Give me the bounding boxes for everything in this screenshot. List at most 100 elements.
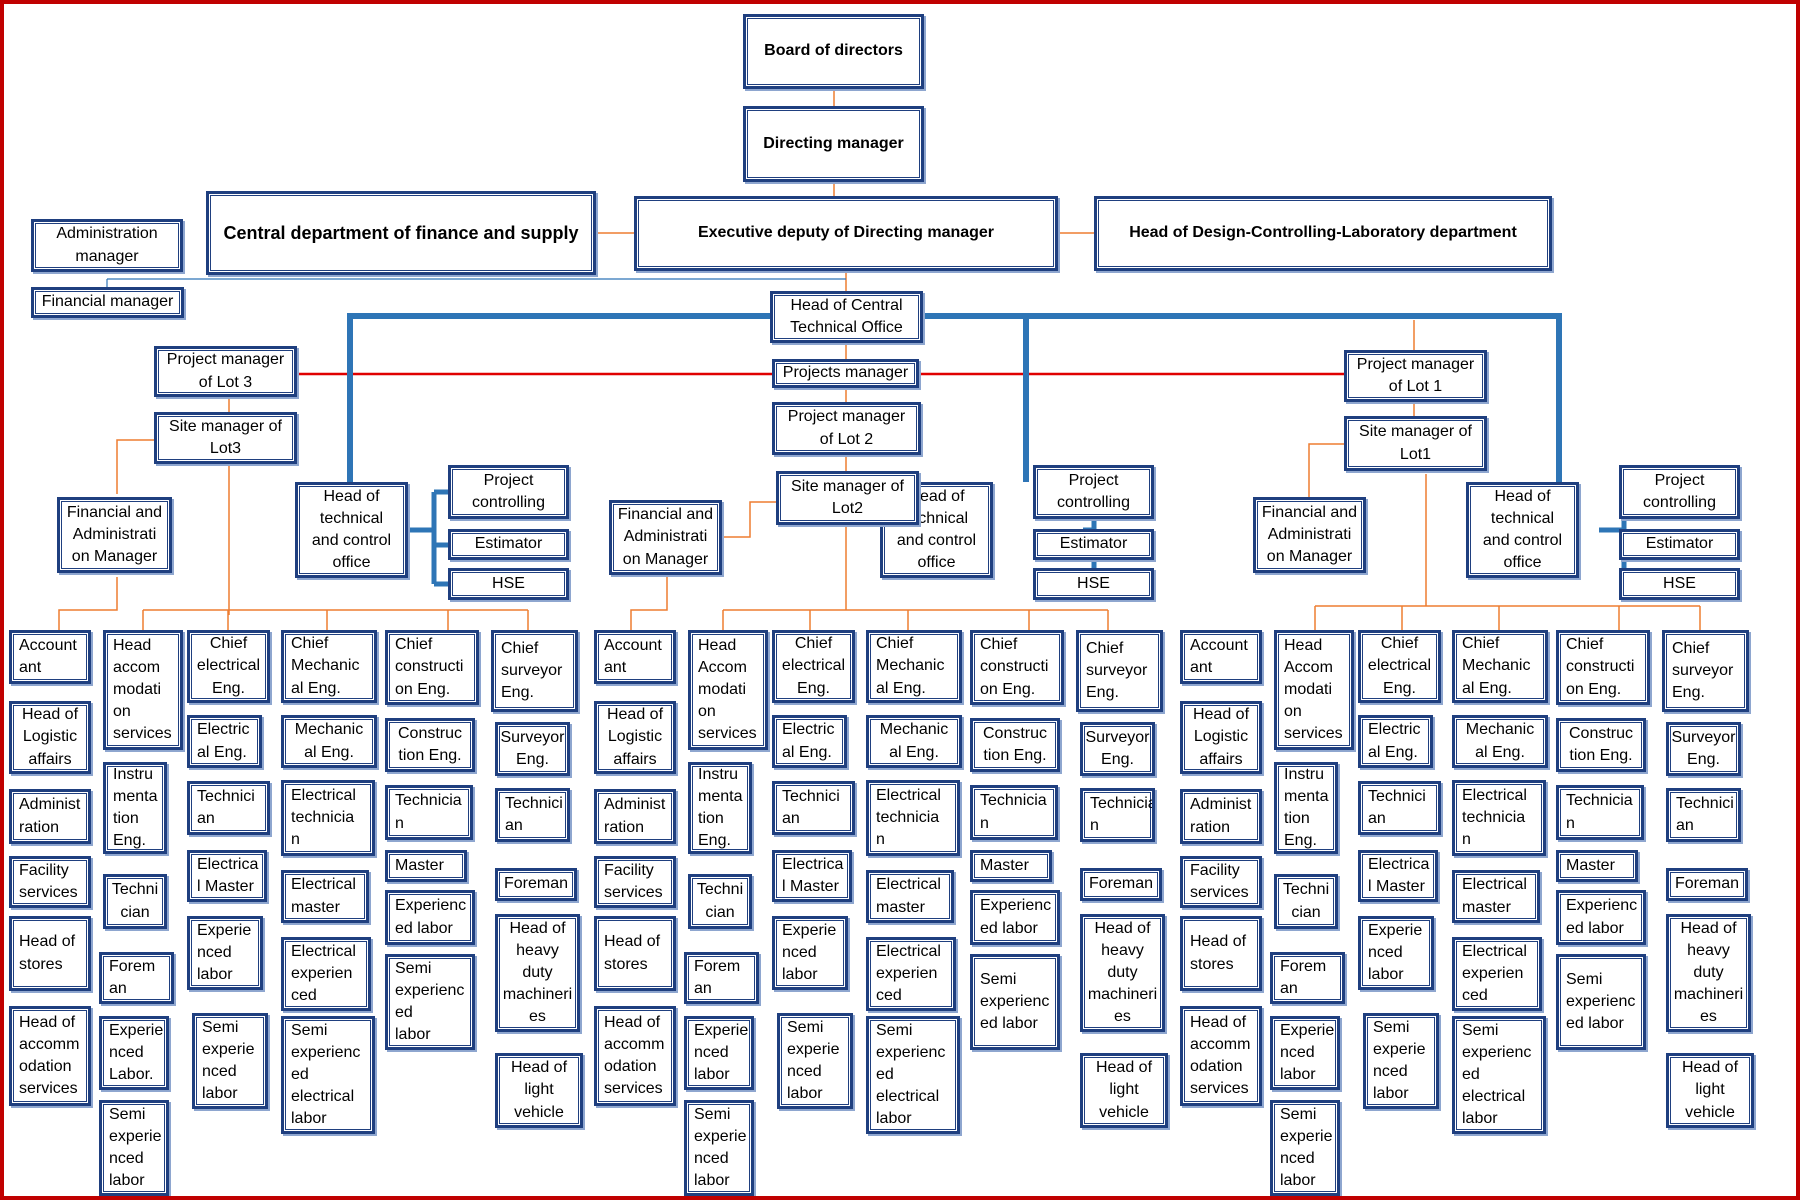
lot3-head-heavy-machinery-box: Head of heavy duty machineri es bbox=[495, 914, 580, 1032]
lot3-administration-box-label: Administ ration bbox=[19, 796, 81, 836]
lot2-chief-surveyor-box-label: Chief surveyor Eng. bbox=[1086, 639, 1148, 702]
lot2-chief-electrical-box: Chief electrical Eng. bbox=[772, 630, 855, 703]
lot1-chief-surveyor-box: Chief surveyor Eng. bbox=[1662, 630, 1749, 712]
lot1-experienced-labor-b-box: Experie nced labor bbox=[1358, 916, 1434, 990]
lot1-construction-eng-box-label: Construc tion Eng. bbox=[1568, 724, 1634, 764]
connector-cto-technical-offices bbox=[347, 313, 1562, 482]
connector-finadmin2-accountant bbox=[630, 575, 668, 632]
lot3-chief-construction-box-label: Chief constructi on Eng. bbox=[395, 636, 464, 698]
lot1-technician-b-box: Technici an bbox=[1358, 781, 1441, 835]
lot1-technician-a-box: Techni cian bbox=[1274, 874, 1338, 929]
directing-manager-box: Directing manager bbox=[743, 106, 924, 182]
lot3-chief-electrical-box-label: Chief electrical Eng. bbox=[196, 635, 261, 697]
lot1-estimator-box-label: Estimator bbox=[1645, 535, 1714, 553]
lot2-technician-d-box-label: Technicia n bbox=[980, 792, 1047, 832]
lot2-technician-a-box: Techni cian bbox=[688, 874, 752, 929]
lot1-chief-surveyor-box-label: Chief surveyor Eng. bbox=[1672, 639, 1734, 702]
lot1-head-accom-modation-box-label: Head Accom modati on services bbox=[1284, 636, 1343, 743]
lot3-head-stores-box: Head of stores bbox=[9, 916, 91, 991]
lot1-project-controlling-box: Project controlling bbox=[1619, 465, 1740, 519]
lot3-head-stores-box-label: Head of stores bbox=[19, 933, 76, 973]
lot2-experienced-labor-b-box: Experie nced labor bbox=[772, 916, 848, 990]
lot1-experienced-labor-a-box-label: Experie nced labor bbox=[1280, 1021, 1335, 1084]
lot3-electrical-master-c-box: Electrical master bbox=[281, 870, 369, 923]
lot3-head-logistic-box-label: Head of Logistic affairs bbox=[21, 706, 79, 768]
lot3-head-logistic-box: Head of Logistic affairs bbox=[9, 701, 91, 774]
lot1-head-light-vehicle-box-label: Head of light vehicle bbox=[1681, 1059, 1739, 1121]
lot2-mechanical-eng-box-label: Mechanic al Eng. bbox=[879, 721, 949, 761]
lot2-chief-mechanical-box-label: Chief Mechanic al Eng. bbox=[876, 635, 945, 697]
lot3-experienced-labor-d-box-label: Experienc ed labor bbox=[395, 897, 467, 937]
lot1-project-manager-box: Project manager of Lot 1 bbox=[1344, 350, 1487, 402]
lot1-semi-experienced-electrical-box: Semi experienc ed electrical labor bbox=[1452, 1016, 1546, 1134]
lot2-semi-experienced-electrical-box: Semi experienc ed electrical labor bbox=[866, 1016, 960, 1134]
lot1-instrumentation-eng-box: Instru menta tion Eng. bbox=[1274, 762, 1338, 854]
lot2-head-accom-modation-box-label: Head Accom modati on services bbox=[698, 636, 757, 743]
lot2-facility-services-box-label: Facility services bbox=[604, 861, 663, 901]
lot2-electrical-master-c-box-label: Electrical master bbox=[876, 876, 941, 916]
projects-manager-box: Projects manager bbox=[772, 359, 919, 388]
lot2-head-heavy-machinery-box-label: Head of heavy duty machineri es bbox=[1087, 919, 1158, 1026]
lot2-surveyor-eng-box: Surveyor Eng. bbox=[1080, 722, 1155, 776]
lot2-hse-box: HSE bbox=[1033, 568, 1154, 600]
executive-deputy-box: Executive deputy of Directing manager bbox=[634, 196, 1058, 271]
lot3-technician-d-box-label: Technicia n bbox=[395, 792, 462, 832]
lot2-technician-d-box: Technicia n bbox=[970, 785, 1058, 840]
lot2-project-manager-box-label: Project manager of Lot 2 bbox=[787, 408, 906, 448]
lot2-electrical-experienced-box: Electrical experien ced bbox=[866, 937, 956, 1011]
lot2-head-accommodation-box: Head of accomm odation services bbox=[594, 1006, 676, 1106]
lot3-foreman-e-box: Foreman bbox=[495, 868, 577, 901]
lot3-master-box-label: Master bbox=[395, 856, 444, 874]
lot2-experienced-labor-a-box: Experie nced labor bbox=[684, 1016, 754, 1090]
directing-manager-box-label: Directing manager bbox=[763, 134, 904, 152]
lot2-electrical-master-b-box-label: Electrica l Master bbox=[782, 855, 844, 895]
lot2-chief-electrical-box-label: Chief electrical Eng. bbox=[781, 635, 846, 697]
lot3-mechanical-eng-box-label: Mechanic al Eng. bbox=[294, 721, 364, 761]
lot1-project-controlling-box-label: Project controlling bbox=[1643, 471, 1716, 511]
lot3-electrical-eng-box: Electric al Eng. bbox=[187, 715, 262, 768]
lot2-technician-b-box: Technici an bbox=[772, 781, 855, 835]
lot3-technician-d-box: Technicia n bbox=[385, 785, 473, 840]
lot2-semi-experienced-labor-b-box-label: Semi experie nced labor bbox=[787, 1018, 840, 1103]
lot1-head-stores-box-label: Head of stores bbox=[1190, 933, 1247, 973]
lot3-hse-box-label: HSE bbox=[492, 574, 525, 592]
lot3-facility-services-box-label: Facility services bbox=[19, 861, 78, 901]
lot1-finadmin-manager-box: Financial and Administrati on Manager bbox=[1253, 497, 1366, 573]
lot1-electrical-master-c-box: Electrical master bbox=[1452, 870, 1540, 923]
lot2-head-light-vehicle-box: Head of light vehicle bbox=[1080, 1053, 1168, 1128]
lot3-chief-surveyor-box-label: Chief surveyor Eng. bbox=[501, 639, 563, 702]
lot3-electrical-experienced-box: Electrical experien ced bbox=[281, 937, 371, 1011]
lot2-project-controlling-box: Project controlling bbox=[1033, 465, 1154, 519]
lot1-chief-electrical-box-label: Chief electrical Eng. bbox=[1367, 635, 1432, 697]
lot1-experienced-labor-d-box-label: Experienc ed labor bbox=[1566, 897, 1638, 937]
lot3-finadmin-manager-box-label: Financial and Administrati on Manager bbox=[66, 503, 163, 566]
connector-finadmin3-accountant bbox=[58, 577, 118, 630]
administration-manager-box: Administration manager bbox=[31, 219, 183, 272]
lot3-head-accom-modation-box-label: Head accom modati on services bbox=[113, 636, 172, 743]
lot3-electrical-eng-box-label: Electric al Eng. bbox=[197, 721, 250, 761]
lot3-foreman-a-box-label: Forem an bbox=[109, 957, 156, 997]
lot3-experienced-labor-a-box-label: Experie nced Labor. bbox=[109, 1021, 164, 1084]
lot2-master-box: Master bbox=[970, 850, 1052, 882]
lot3-chief-electrical-box: Chief electrical Eng. bbox=[187, 630, 270, 703]
lot1-semi-experienced-electrical-box-label: Semi experienc ed electrical labor bbox=[1462, 1021, 1532, 1128]
lot1-electrical-master-b-box: Electrica l Master bbox=[1358, 850, 1438, 902]
lot1-mechanical-eng-box-label: Mechanic al Eng. bbox=[1465, 721, 1535, 761]
lot2-head-logistic-box-label: Head of Logistic affairs bbox=[606, 706, 664, 768]
lot3-head-accommodation-box: Head of accomm odation services bbox=[9, 1006, 91, 1106]
lot2-experienced-labor-d-box-label: Experienc ed labor bbox=[980, 897, 1052, 937]
lot3-electrical-master-b-box: Electrica l Master bbox=[187, 850, 267, 902]
lot1-administration-box: Administ ration bbox=[1180, 789, 1262, 844]
lot2-experienced-labor-d-box: Experienc ed labor bbox=[970, 890, 1060, 945]
lot2-electrical-technician-box-label: Electrical technicia n bbox=[876, 786, 941, 849]
lot1-semi-experienced-labor-b-box-label: Semi experie nced labor bbox=[1373, 1018, 1426, 1103]
lot3-electrical-technician-box-label: Electrical technicia n bbox=[291, 786, 356, 849]
lot2-foreman-a-box-label: Forem an bbox=[694, 957, 741, 997]
lot1-head-logistic-box-label: Head of Logistic affairs bbox=[1192, 706, 1250, 768]
projects-manager-box-label: Projects manager bbox=[782, 364, 909, 382]
lot2-foreman-e-box: Foreman bbox=[1080, 868, 1162, 901]
lot3-mechanical-eng-box: Mechanic al Eng. bbox=[281, 715, 377, 768]
lot1-instrumentation-eng-box-label: Instru menta tion Eng. bbox=[1284, 765, 1329, 850]
lot2-facility-services-box: Facility services bbox=[594, 856, 676, 908]
